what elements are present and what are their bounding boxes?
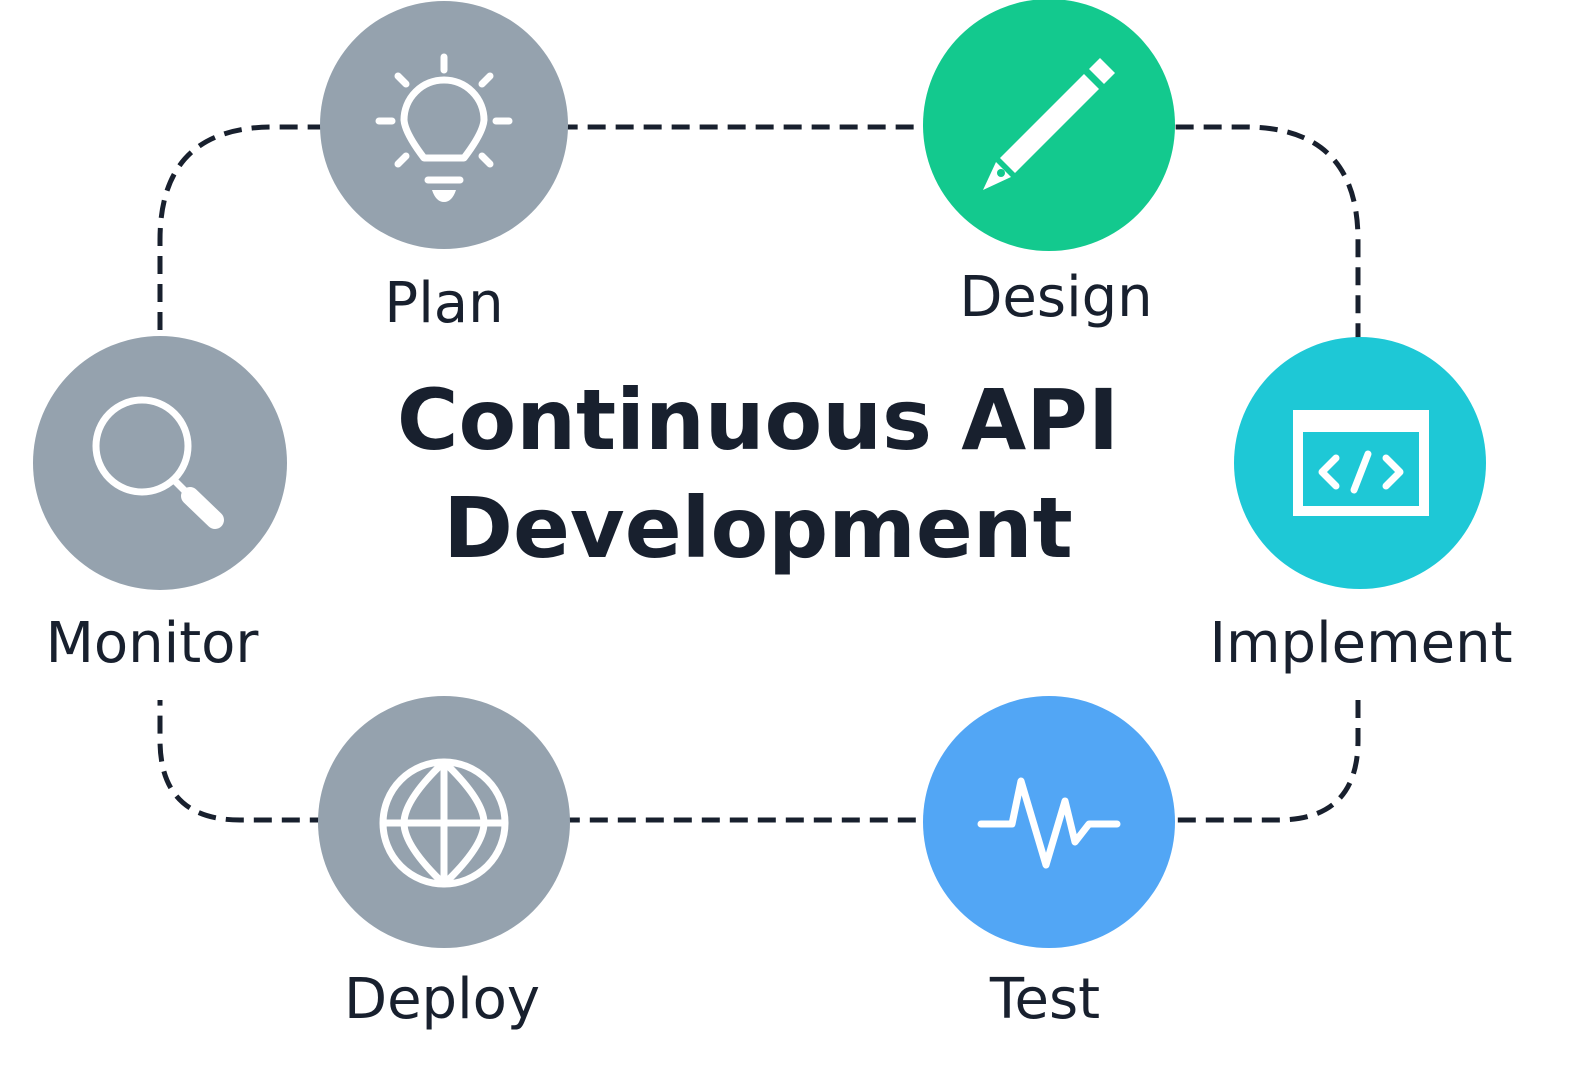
lightbulb-icon [375, 53, 513, 202]
title-line-1: Continuous API [397, 371, 1119, 469]
plan-label: Plan [384, 271, 503, 336]
diagram-title: Continuous API Development [397, 371, 1119, 577]
stage-plan: Plan [320, 1, 568, 336]
magnifier-icon [92, 396, 224, 529]
cycle-connector [157, 124, 1361, 823]
deploy-label: Deploy [344, 967, 540, 1032]
plan-circle [320, 1, 568, 249]
title-line-2: Development [443, 479, 1073, 577]
monitor-circle [33, 336, 287, 590]
implement-label: Implement [1209, 611, 1512, 676]
code-window-icon [1293, 410, 1429, 516]
pulse-icon [977, 777, 1121, 869]
globe-icon [379, 758, 509, 888]
test-circle [923, 696, 1175, 948]
pencil-icon [983, 58, 1115, 190]
stage-design: Design [923, 0, 1175, 330]
design-label: Design [959, 265, 1152, 330]
stage-test: Test [923, 696, 1175, 1032]
stage-implement: Implement [1209, 337, 1513, 676]
stage-monitor: Monitor [33, 336, 287, 676]
test-label: Test [989, 967, 1100, 1032]
stage-deploy: Deploy [318, 696, 570, 1032]
monitor-label: Monitor [46, 611, 260, 676]
